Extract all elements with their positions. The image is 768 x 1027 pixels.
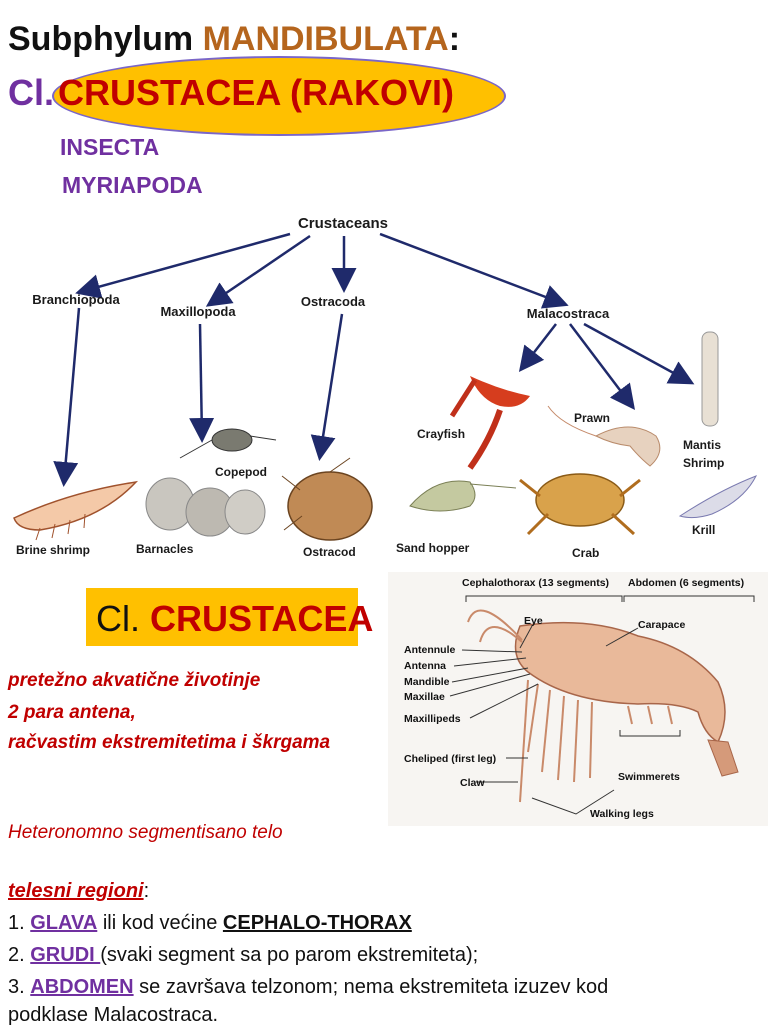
krill-image: [678, 475, 758, 519]
crustacean-tree-diagram: Crustaceans Branchiopoda Maxillopoda Ost…: [13, 215, 758, 560]
trait-antennae: 2 para antena,: [8, 702, 136, 723]
anatomy-abdomen: Abdomen (6 segments): [628, 577, 744, 589]
copepod-image: [179, 428, 277, 459]
crayfish-image: [449, 376, 530, 470]
region-3-continued: podklase Malacostraca.: [8, 1004, 219, 1026]
class-oval-highlight: [52, 56, 506, 136]
brine-shrimp-image: [13, 480, 139, 541]
anatomy-antennule: Antennule: [404, 644, 455, 656]
section-heading-box: [86, 588, 358, 646]
region-3: 3. ABDOMEN se završava telzonom; nema ek…: [8, 976, 609, 998]
class-insecta: INSECTA: [60, 134, 160, 160]
trait-limbs-gills: račvastim ekstremitetima i škrgama: [8, 732, 331, 753]
tree-root: Crustaceans: [298, 215, 388, 232]
region-1: 1. GLAVA ili kod većine CEPHALO-THORAX: [8, 912, 412, 934]
label-krill: Krill: [692, 523, 715, 537]
class-prefix: Cl.: [8, 72, 55, 113]
anatomy-maxillipeds: Maxillipeds: [404, 713, 461, 725]
class-name: CRUSTACEA (RAKOVI): [58, 72, 454, 113]
shrimp-anatomy-diagram: Cephalothorax (13 segments) Abdomen (6 s…: [388, 572, 768, 826]
barnacles-image: [145, 477, 266, 537]
segmentation-text: Heteronomno segmentisano telo: [8, 822, 283, 843]
regions-heading: telesni regioni:: [8, 880, 150, 902]
branch-branchiopoda: Branchiopoda: [32, 292, 120, 307]
anatomy-mandible: Mandible: [404, 676, 450, 688]
anatomy-cephalothorax: Cephalothorax (13 segments): [462, 577, 609, 589]
anatomy-walking-legs: Walking legs: [590, 808, 654, 820]
anatomy-antenna: Antenna: [404, 660, 446, 672]
label-mantis: Mantis: [683, 438, 721, 452]
anatomy-maxillae: Maxillae: [404, 691, 445, 703]
class-myriapoda: MYRIAPODA: [62, 172, 203, 198]
anatomy-claw: Claw: [460, 777, 485, 789]
region-2: 2. GRUDI (svaki segment sa po parom ekst…: [8, 944, 479, 966]
label-shrimp: Shrimp: [683, 456, 724, 470]
sand-hopper-image: [409, 480, 517, 512]
branch-ostracoda: Ostracoda: [301, 294, 366, 309]
shrimp-body-image: [467, 609, 739, 803]
label-sand-hopper: Sand hopper: [396, 541, 470, 555]
label-copepod: Copepod: [215, 465, 267, 479]
anatomy-swimmerets: Swimmerets: [618, 771, 680, 783]
section-heading: Cl. CRUSTACEA: [96, 598, 374, 639]
label-prawn: Prawn: [574, 411, 610, 425]
anatomy-carapace: Carapace: [638, 619, 685, 631]
label-ostracod: Ostracod: [303, 545, 356, 559]
title-highlight: MANDIBULATA: [202, 20, 449, 58]
label-barnacles: Barnacles: [136, 542, 194, 556]
crab-image: [519, 473, 641, 536]
trait-aquatic: pretežno akvatične životinje: [8, 670, 261, 691]
page-title: Subphylum MANDIBULATA:: [8, 20, 461, 58]
anatomy-cheliped: Cheliped (first leg): [404, 753, 496, 765]
label-brine-shrimp: Brine shrimp: [16, 543, 90, 557]
anatomy-eye: Eye: [524, 615, 543, 627]
label-crayfish: Crayfish: [417, 427, 465, 441]
branch-malacostraca: Malacostraca: [527, 306, 610, 321]
ostracod-image: [281, 457, 373, 541]
label-crab: Crab: [572, 546, 599, 560]
mantis-shrimp-image: [701, 331, 719, 427]
branch-maxillopoda: Maxillopoda: [160, 304, 236, 319]
prawn-image: [547, 405, 661, 467]
